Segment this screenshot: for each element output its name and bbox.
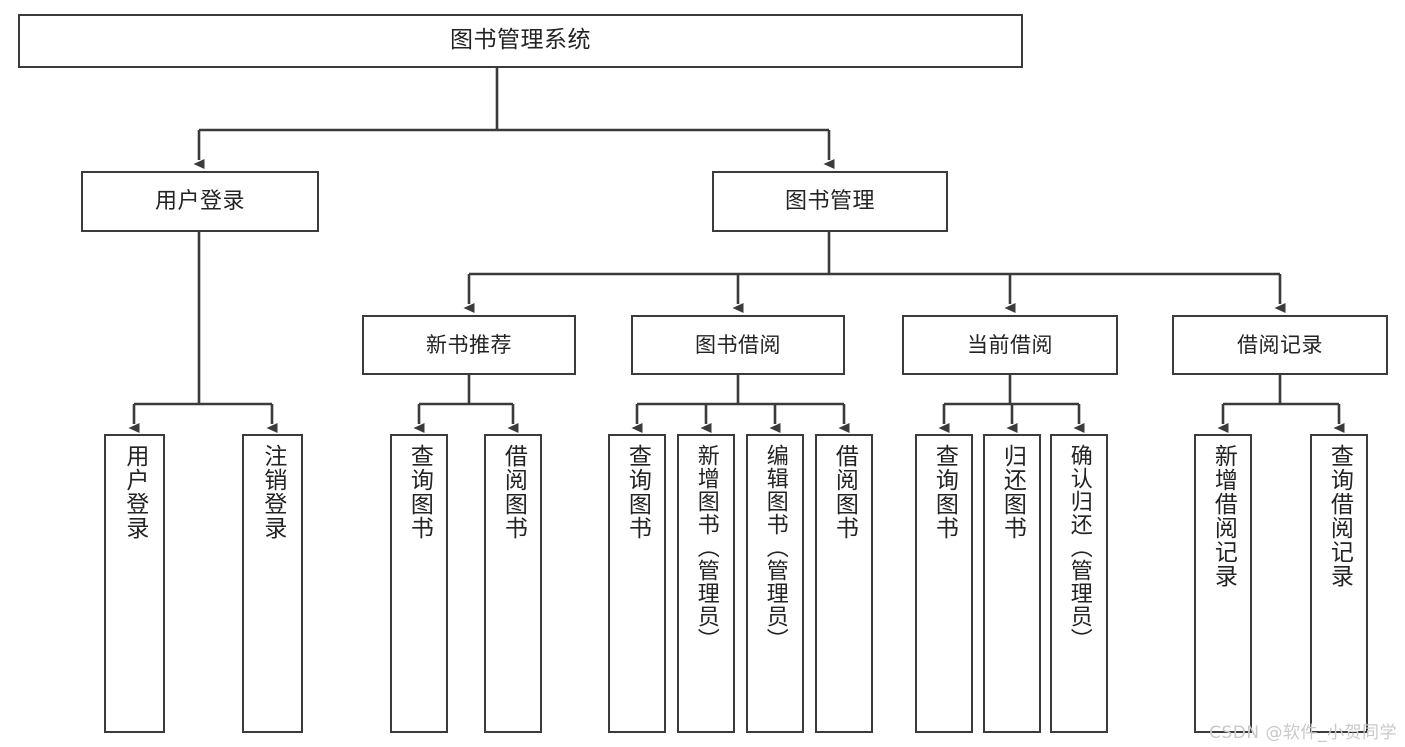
node-root-label: 图书管理系统 (450, 27, 591, 54)
leaf-node[interactable]: 查询图书 (608, 434, 666, 733)
node-new-book-recommend-label: 新书推荐 (426, 332, 512, 357)
leaf-node-label: 借阅图书 (831, 444, 858, 540)
node-new-book-recommend[interactable]: 新书推荐 (362, 315, 576, 375)
leaf-node-label: 确认归还（管理员） (1066, 444, 1092, 651)
leaf-node-label: 新增借阅记录 (1210, 444, 1237, 588)
leaf-node[interactable]: 用户登录 (104, 434, 165, 733)
leaf-node-label: 查询图书 (624, 444, 651, 540)
node-current-borrow[interactable]: 当前借阅 (902, 315, 1118, 375)
node-borrow-records-label: 借阅记录 (1237, 332, 1323, 357)
node-book-management[interactable]: 图书管理 (712, 171, 948, 232)
node-root[interactable]: 图书管理系统 (18, 14, 1023, 68)
node-borrow-records[interactable]: 借阅记录 (1172, 315, 1388, 375)
leaf-node-label: 注销登录 (259, 444, 286, 540)
leaf-node[interactable]: 归还图书 (983, 434, 1041, 733)
leaf-node-label: 编辑图书（管理员） (762, 444, 788, 651)
node-current-borrow-label: 当前借阅 (967, 332, 1053, 357)
node-book-management-label: 图书管理 (784, 188, 875, 214)
leaf-node[interactable]: 借阅图书 (484, 434, 542, 733)
leaf-node-label: 借阅图书 (500, 444, 527, 540)
leaf-node[interactable]: 编辑图书（管理员） (746, 434, 804, 733)
leaf-node-label: 用户登录 (121, 444, 148, 540)
leaf-node-label: 查询借阅记录 (1326, 444, 1353, 588)
leaf-node[interactable]: 查询图书 (915, 434, 973, 733)
node-book-borrow-label: 图书借阅 (695, 332, 781, 357)
node-user-login-label: 用户登录 (154, 188, 245, 214)
leaf-node[interactable]: 新增借阅记录 (1194, 434, 1252, 733)
leaf-node-label: 查询图书 (406, 444, 433, 540)
leaf-node-label: 归还图书 (999, 444, 1026, 540)
node-book-borrow[interactable]: 图书借阅 (631, 315, 845, 375)
node-user-login[interactable]: 用户登录 (81, 171, 319, 232)
leaf-node[interactable]: 查询借阅记录 (1310, 434, 1368, 733)
leaf-node[interactable]: 新增图书（管理员） (677, 434, 735, 733)
leaf-node[interactable]: 查询图书 (390, 434, 448, 733)
csdn-watermark: CSDN @软件_小贺同学 (1209, 723, 1397, 743)
leaf-node[interactable]: 注销登录 (242, 434, 303, 733)
leaf-node[interactable]: 确认归还（管理员） (1050, 434, 1108, 733)
leaf-node-label: 新增图书（管理员） (693, 444, 719, 651)
leaf-node[interactable]: 借阅图书 (815, 434, 873, 733)
leaf-node-label: 查询图书 (931, 444, 958, 540)
